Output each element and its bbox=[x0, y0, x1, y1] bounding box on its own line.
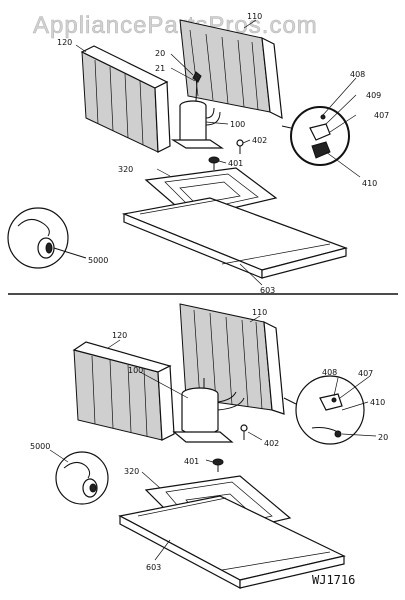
label-401-top: 401 bbox=[228, 159, 243, 168]
label-402-top: 402 bbox=[252, 136, 267, 145]
label-120-bottom: 120 bbox=[112, 331, 127, 340]
label-401-bottom: 401 bbox=[184, 457, 199, 466]
fastener-part-402 bbox=[236, 139, 244, 154]
bottom-assembly: 110 120 100 408 407 410 20 402 401 5000 … bbox=[30, 303, 388, 589]
label-407-top: 407 bbox=[374, 111, 389, 120]
detail-circle-part-407 bbox=[281, 106, 350, 166]
evaporator-coil-part-120-lower bbox=[72, 341, 175, 441]
label-110-bottom: 110 bbox=[252, 308, 267, 317]
compressor-part-100 bbox=[170, 71, 224, 149]
label-100-top: 100 bbox=[230, 120, 245, 129]
fastener-part-402-lower bbox=[240, 424, 248, 440]
label-407-bottom: 407 bbox=[358, 369, 373, 378]
condenser-coil-part-110-lower bbox=[179, 303, 285, 415]
detail-circle-part-5000 bbox=[7, 207, 87, 269]
label-408-top: 408 bbox=[350, 70, 365, 79]
detail-circle-part-407-lower bbox=[283, 375, 365, 445]
label-603-bottom: 603 bbox=[146, 563, 161, 572]
label-120-top: 120 bbox=[57, 38, 72, 47]
drawing-code: WJ1716 bbox=[312, 573, 355, 587]
label-410-top: 410 bbox=[362, 179, 377, 188]
label-409-top: 409 bbox=[366, 91, 381, 100]
base-part-603 bbox=[121, 197, 349, 279]
top-assembly: 110 120 20 21 100 402 401 320 603 5000 4… bbox=[7, 12, 389, 295]
base-part-603-lower bbox=[118, 495, 346, 589]
label-402-bottom: 402 bbox=[264, 439, 279, 448]
grommet-part-401 bbox=[208, 156, 220, 170]
label-603-top: 603 bbox=[260, 286, 275, 295]
grommet-part-401-lower bbox=[212, 458, 224, 472]
label-5000-top: 5000 bbox=[88, 256, 108, 265]
label-320-bottom: 320 bbox=[124, 467, 139, 476]
label-20-top: 20 bbox=[155, 49, 165, 58]
label-320-top: 320 bbox=[118, 165, 133, 174]
label-100-bottom: 100 bbox=[128, 366, 143, 375]
watermark-text: AppliancePartsPros.com bbox=[33, 12, 318, 39]
label-20-bottom: 20 bbox=[378, 433, 388, 442]
compressor-part-100-lower bbox=[172, 378, 245, 443]
label-21-top: 21 bbox=[155, 64, 165, 73]
leader-lines-top bbox=[75, 19, 361, 286]
evaporator-coil-part-120 bbox=[80, 45, 171, 153]
condenser-coil-part-110 bbox=[179, 19, 283, 120]
label-410-bottom: 410 bbox=[370, 398, 385, 407]
label-408-bottom: 408 bbox=[322, 368, 337, 377]
leader-lines-bottom bbox=[49, 315, 377, 561]
label-110-top: 110 bbox=[247, 12, 262, 21]
label-5000-bottom: 5000 bbox=[30, 442, 50, 451]
detail-circle-part-5000-lower bbox=[55, 451, 109, 505]
